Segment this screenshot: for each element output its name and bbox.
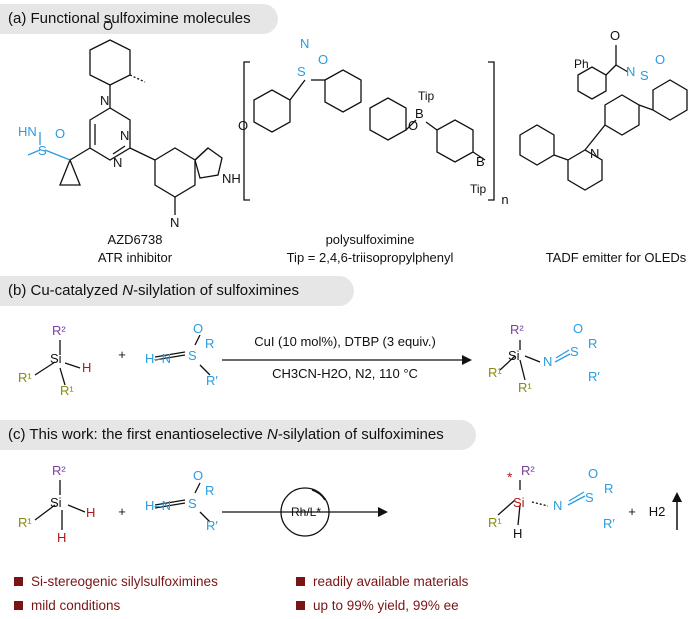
r-prime-label: R′	[206, 373, 218, 388]
r1-label: R¹	[518, 380, 532, 395]
bullet-4-text: up to 99% yield, 99% ee	[313, 598, 459, 613]
r-label: R	[205, 483, 214, 498]
mol2-name: polysulfoximine	[325, 232, 415, 247]
h-atom: H	[57, 530, 66, 545]
conditions-top: CuI (10 mol%), DTBP (3 equiv.)	[254, 334, 436, 349]
bullet-1-text: Si-stereogenic silylsulfoximines	[31, 574, 218, 589]
b-atom: B	[476, 154, 485, 169]
bullet-2-text: readily available materials	[313, 574, 469, 589]
b-atom: B	[415, 106, 424, 121]
hn-atom: HN	[18, 124, 37, 139]
h-atom: H	[513, 526, 522, 541]
bullet-4: up to 99% yield, 99% ee	[296, 598, 459, 613]
title-b-suffix: -silylation of sulfoximines	[133, 282, 299, 299]
si-atom: Si	[513, 495, 525, 510]
nh-atom: NH	[222, 171, 241, 186]
mol1-name: AZD6738	[107, 232, 163, 247]
bullet-3-text: mild conditions	[31, 598, 121, 613]
si-atom: Si	[508, 348, 520, 363]
r2-label: R²	[52, 463, 66, 478]
n-atom: N	[113, 155, 122, 170]
h-atom: H	[86, 505, 95, 520]
r-prime-label: R′	[603, 516, 615, 531]
title-b-italic: N	[122, 282, 134, 299]
tip-label: Tip	[418, 89, 435, 103]
scheme-c	[34, 480, 682, 537]
polysulfoximine-structure	[243, 61, 495, 201]
r2-label: R²	[510, 322, 524, 337]
tip-label: Tip	[470, 182, 487, 196]
bullet-3: mild conditions	[14, 598, 120, 613]
o-atom: O	[610, 28, 620, 43]
r1-label: R¹	[488, 365, 502, 380]
o-atom: O	[408, 118, 418, 133]
r1-label: R¹	[60, 383, 74, 398]
o-atom: O	[193, 468, 203, 483]
n-atom: N	[100, 93, 109, 108]
azd6738-structure	[27, 39, 223, 215]
title-b-prefix: (b) Cu-catalyzed	[8, 282, 123, 299]
s-atom: S	[38, 143, 47, 158]
r-prime-label: R′	[206, 518, 218, 533]
n-atom: N	[120, 128, 129, 143]
r2-label: R²	[521, 463, 535, 478]
s-atom: S	[585, 490, 594, 505]
o-atom: O	[318, 52, 328, 67]
r1-label: R¹	[18, 515, 32, 530]
plus-c1: +	[118, 504, 126, 519]
r-label: R	[604, 481, 613, 496]
plus-c2: +	[628, 504, 636, 519]
n-atom: N	[553, 498, 562, 513]
hn-atom: H–N	[145, 498, 171, 513]
tadf-emitter-structure	[519, 45, 688, 191]
repeat-n: n	[501, 192, 509, 207]
s-atom: S	[188, 348, 197, 363]
mol3-desc: TADF emitter for OLEDs	[545, 250, 687, 265]
bullet-1: Si-stereogenic silylsulfoximines	[14, 574, 218, 589]
r1-label: R¹	[488, 515, 502, 530]
n-atom: N	[590, 146, 599, 161]
title-c-italic: N	[266, 426, 278, 443]
o-atom: O	[573, 321, 583, 336]
title-c-suffix: -silylation of sulfoximines	[277, 426, 444, 443]
plus-b: +	[118, 347, 126, 362]
s-atom: S	[188, 496, 197, 511]
r-label: R	[205, 336, 214, 351]
mol2-desc: Tip = 2,4,6-triisopropylphenyl	[286, 250, 454, 265]
r-label: R	[588, 336, 597, 351]
ph-label: Ph	[574, 57, 589, 71]
h-atom: H	[82, 360, 91, 375]
section-b-title: (b) Cu-catalyzed N-silylation of sulfoxi…	[0, 276, 354, 306]
o-atom: O	[55, 126, 65, 141]
stereocenter-star: *	[507, 469, 513, 485]
section-c-title: (c) This work: the first enantioselectiv…	[0, 420, 476, 450]
n-atom: N	[300, 36, 309, 51]
scheme-b	[34, 334, 571, 386]
s-atom: S	[640, 68, 649, 83]
si-atom: Si	[50, 495, 62, 510]
o-atom: O	[193, 321, 203, 336]
title-c-prefix: (c) This work: the first enantioselectiv…	[8, 426, 267, 443]
r1-label: R¹	[18, 370, 32, 385]
o-atom: O	[238, 118, 248, 133]
o-atom: O	[103, 18, 113, 33]
conditions-bottom: CH3CN-H2O, N2, 110 °C	[272, 366, 418, 381]
n-atom: N	[626, 64, 635, 79]
h2-byproduct: H2	[648, 504, 666, 519]
n-atom: N	[543, 354, 552, 369]
catalyst-label: Rh/L*	[290, 505, 322, 519]
s-atom: S	[297, 64, 306, 79]
si-atom: Si	[50, 351, 62, 366]
r-prime-label: R′	[588, 369, 600, 384]
n-atom: N	[170, 215, 179, 230]
mol1-desc: ATR inhibitor	[97, 250, 173, 265]
bullet-2: readily available materials	[296, 574, 468, 589]
r2-label: R²	[52, 323, 66, 338]
o-atom: O	[655, 52, 665, 67]
o-atom: O	[588, 466, 598, 481]
section-a-title: (a) Functional sulfoximine molecules	[0, 4, 278, 34]
hn-atom: H–N	[145, 351, 171, 366]
s-atom: S	[570, 344, 579, 359]
